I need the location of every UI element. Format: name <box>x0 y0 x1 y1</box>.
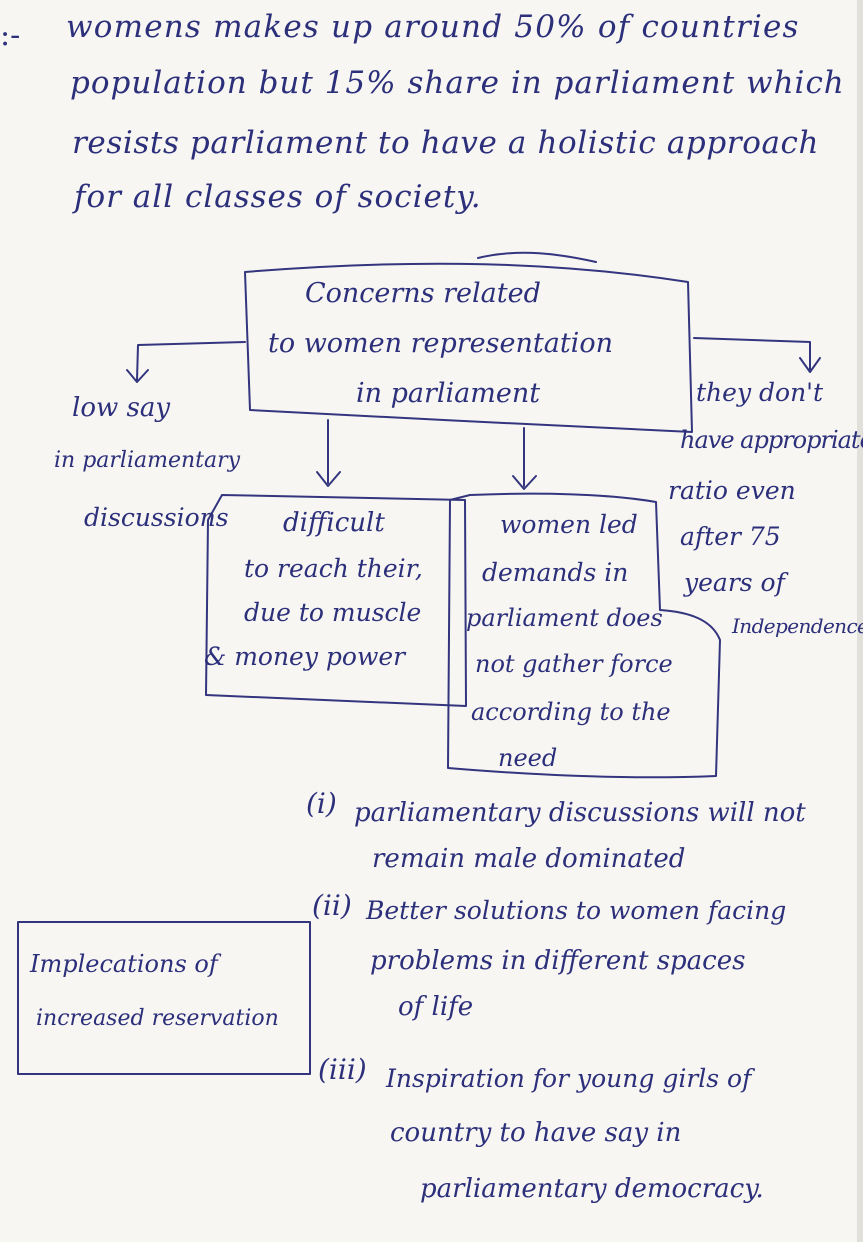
box-a-line-3: due to muscle <box>244 598 422 627</box>
implications-label-line-1: Implecations of <box>30 950 218 978</box>
intro-line-3: resists parliament to have a holistic ap… <box>72 125 820 161</box>
point-1-num: (i) <box>306 787 337 820</box>
center-box-outline <box>244 262 693 433</box>
right-arrowhead <box>799 357 821 373</box>
left-line-3: discussions <box>84 503 229 532</box>
box-a-outline <box>205 494 467 707</box>
box-b-line-1: women led <box>500 510 638 539</box>
left-connector <box>136 341 246 381</box>
point-2-num: (ii) <box>312 889 352 922</box>
center-line-2: to women representation <box>268 328 613 359</box>
box-b-line-3: parliament does <box>466 604 663 632</box>
right-line-1: they don't <box>696 378 824 407</box>
intro-line-2: population but 15% share in parliament w… <box>70 65 845 101</box>
left-line-2: in parliamentary <box>54 448 241 473</box>
right-line-2: have appropriate <box>680 426 863 454</box>
intro-line-1: womens makes up around 50% of countries <box>66 9 800 45</box>
box-b-line-5: according to the <box>471 698 671 726</box>
page-edge <box>857 0 863 1242</box>
center-box-top-flourish <box>477 251 597 263</box>
box-b-outline <box>447 492 721 779</box>
right-line-4: after 75 <box>680 522 781 551</box>
down-arrowhead-b <box>512 475 537 490</box>
point-3-line-1: Inspiration for young girls of <box>386 1064 752 1093</box>
left-arrowhead <box>126 369 149 383</box>
center-line-3: in parliament <box>356 378 541 409</box>
box-a-line-1: difficult <box>283 508 385 538</box>
right-line-6: Independence <box>732 614 863 638</box>
intro-line-4: for all classes of society. <box>74 179 482 215</box>
implications-box-outline <box>17 921 311 1075</box>
right-connector <box>693 337 811 371</box>
point-2-line-1: Better solutions to women facing <box>366 896 787 925</box>
box-b-line-6: need <box>498 744 558 772</box>
point-1-line-1: parliamentary discussions will not <box>354 798 806 828</box>
point-2-line-3: of life <box>398 992 474 1022</box>
right-line-5: years of <box>684 568 785 597</box>
implications-label-line-2: increased reservation <box>36 1006 279 1031</box>
point-1-line-2: remain male dominated <box>372 844 686 874</box>
point-3-line-2: country to have say in <box>390 1118 682 1148</box>
intro-marker: :- <box>0 18 21 53</box>
box-b-line-2: demands in <box>482 558 629 587</box>
point-3-num: (iii) <box>318 1053 367 1086</box>
center-line-1: Concerns related <box>305 278 541 309</box>
box-b-line-4: not gather force <box>475 650 673 678</box>
down-arrowhead-a <box>316 471 341 487</box>
box-a-line-4: & money power <box>204 642 406 671</box>
point-3-line-3: parliamentary democracy. <box>420 1174 764 1204</box>
right-line-3: ratio even <box>668 476 796 505</box>
point-2-line-2: problems in different spaces <box>370 946 746 976</box>
box-a-line-2: to reach their, <box>244 554 423 583</box>
left-line-1: low say <box>72 393 171 423</box>
